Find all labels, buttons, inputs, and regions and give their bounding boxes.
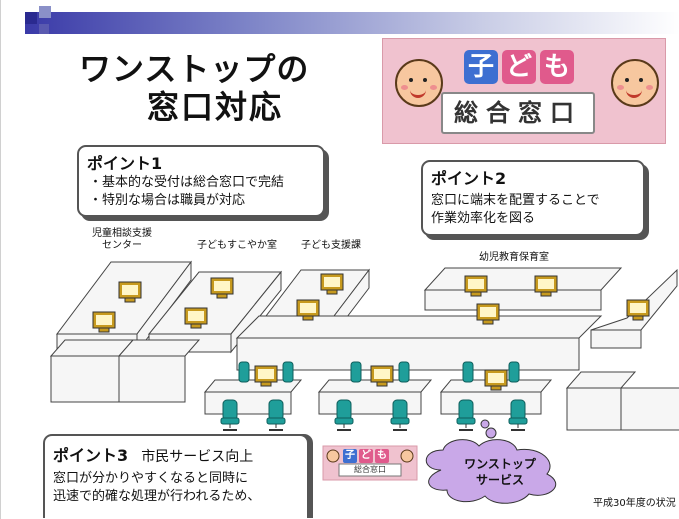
dept-label-line: 児童相談支援 [92, 228, 152, 239]
kodomo-tile: 子 [464, 50, 498, 84]
page-title: ワンストップの [79, 50, 310, 88]
one-stop-cloud: ワンストップ サービス [439, 456, 561, 488]
office-chair-icon [220, 399, 528, 431]
point2-title: ポイント2 [431, 169, 507, 188]
small-sign-subtitle: 総合窓口 [354, 465, 386, 474]
kodomo-tile: も [540, 50, 574, 84]
point2-box: ポイント2 窓口に端末を配置することで 作業効率化を図る [421, 160, 645, 236]
kodomo-tile: ど [502, 50, 536, 84]
point1-title: ポイント1 [87, 154, 163, 173]
child-face-icon [611, 59, 659, 107]
point3-box: ポイント3 市民サービス向上 窓口が分かりやすくなると同時に 迅速で的確な処理が… [43, 434, 309, 518]
kodomo-tiles: 子 ど も [464, 50, 574, 84]
small-sign-tile: 子 [345, 450, 355, 461]
computer-monitor-icon [92, 273, 650, 391]
child-face-icon [400, 449, 414, 463]
header-square [39, 24, 49, 34]
footer-note: 平成30年度の状況 [593, 498, 676, 509]
thought-cloud-icon [425, 419, 557, 504]
point1-item: ・特別な場合は職員が対応 [89, 193, 246, 208]
cloud-line: サービス [475, 473, 524, 487]
point3-subtitle: 市民サービス向上 [141, 449, 254, 465]
child-face-icon [326, 449, 340, 463]
header-square [39, 6, 51, 18]
office-chair-icon [238, 361, 520, 383]
point3-text: 迅速で的確な処理が行われるため、 [53, 489, 261, 504]
child-face-icon [395, 59, 443, 107]
sign-subtitle: 総合窓口 [441, 92, 595, 134]
header-square [25, 12, 37, 24]
point2-text: 作業効率化を図る [431, 211, 536, 226]
small-sign-tile: ど [361, 450, 371, 461]
dept-label-line: センター [102, 240, 142, 251]
dept-label-sukoyaka: 子どもすこやか室 [197, 240, 277, 251]
point1-item: ・基本的な受付は総合窓口で完結 [89, 175, 285, 190]
point2-text: 窓口に端末を配置することで [431, 193, 600, 208]
header-bar [25, 12, 679, 34]
point3-text: 窓口が分かりやすくなると同時に [53, 471, 249, 486]
dept-label-yoji: 幼児教育保育室 [479, 252, 549, 263]
small-sign-tile: も [377, 450, 387, 461]
dept-label-jido: 児童相談支援 センター [87, 228, 157, 252]
cloud-line: ワンストップ [464, 457, 536, 471]
point1-box: ポイント1 ・基本的な受付は総合窓口で完結 ・特別な場合は職員が対応 [77, 145, 325, 217]
point3-title: ポイント3 [53, 446, 129, 465]
dept-label-shienka: 子ども支援課 [301, 240, 361, 251]
small-sign-tiles: 子 ど も [343, 449, 389, 463]
page-title-line2: 窓口対応 [147, 88, 284, 126]
